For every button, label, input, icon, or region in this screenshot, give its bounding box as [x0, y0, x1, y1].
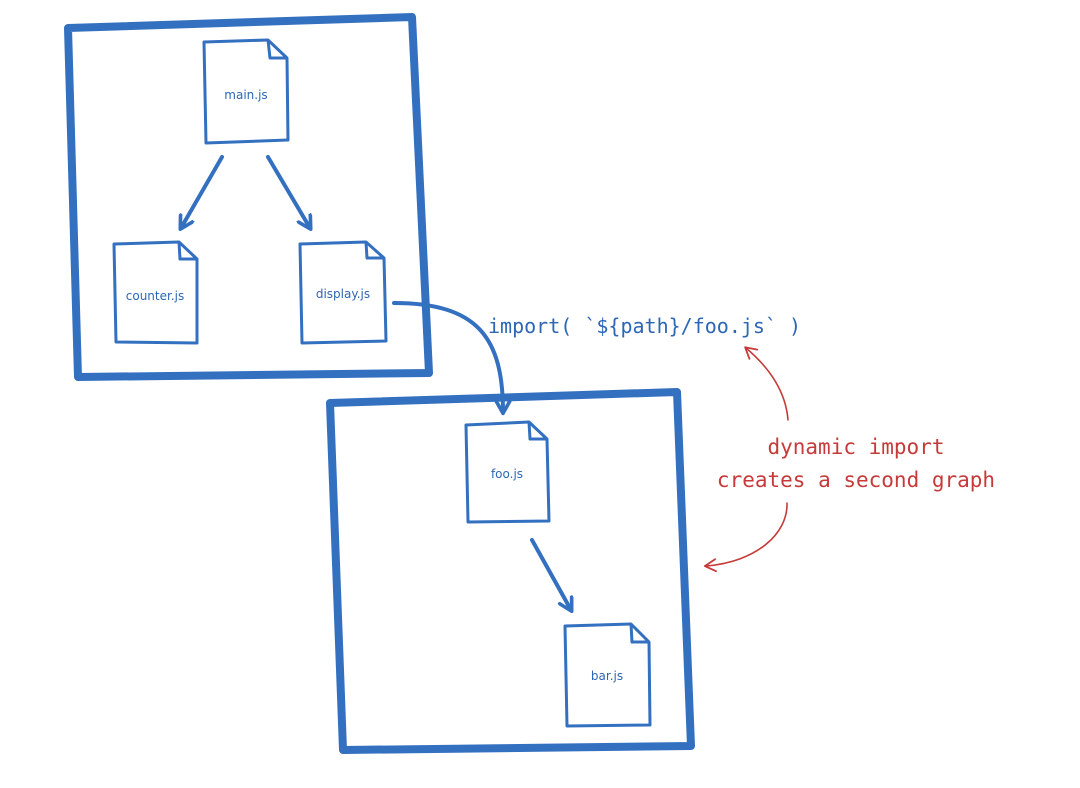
- file-label-display: display.js: [316, 287, 370, 301]
- annotation-line-2: creates a second graph: [717, 468, 995, 492]
- arrow-main-to-counter: [181, 155, 224, 228]
- dynamic-import-call: import( `${path}/foo.js` ): [488, 314, 801, 338]
- file-bar-js: bar.js: [563, 622, 652, 728]
- arrow-display-to-foo: [392, 301, 503, 412]
- file-counter-js: counter.js: [112, 240, 199, 345]
- file-icon: [563, 622, 652, 728]
- file-icon: [298, 240, 388, 345]
- file-foo-js: foo.js: [464, 420, 551, 524]
- graph-one-container: [64, 13, 433, 381]
- file-label-foo: foo.js: [491, 467, 523, 481]
- file-label-main: main.js: [224, 88, 267, 102]
- graph-two-container: [326, 388, 695, 754]
- file-icon: [202, 38, 290, 145]
- file-label-counter: counter.js: [126, 289, 184, 303]
- file-icon: [112, 240, 199, 345]
- annotation-line-1: dynamic import: [767, 435, 944, 459]
- arrow-main-to-display: [266, 155, 310, 228]
- file-main-js: main.js: [202, 38, 290, 145]
- annotation-arrow-up: [744, 346, 789, 421]
- annotation-arrow-down: [703, 502, 788, 573]
- file-display-js: display.js: [298, 240, 388, 345]
- arrow-foo-to-bar: [530, 538, 571, 610]
- file-label-bar: bar.js: [591, 669, 623, 683]
- file-icon: [464, 420, 551, 524]
